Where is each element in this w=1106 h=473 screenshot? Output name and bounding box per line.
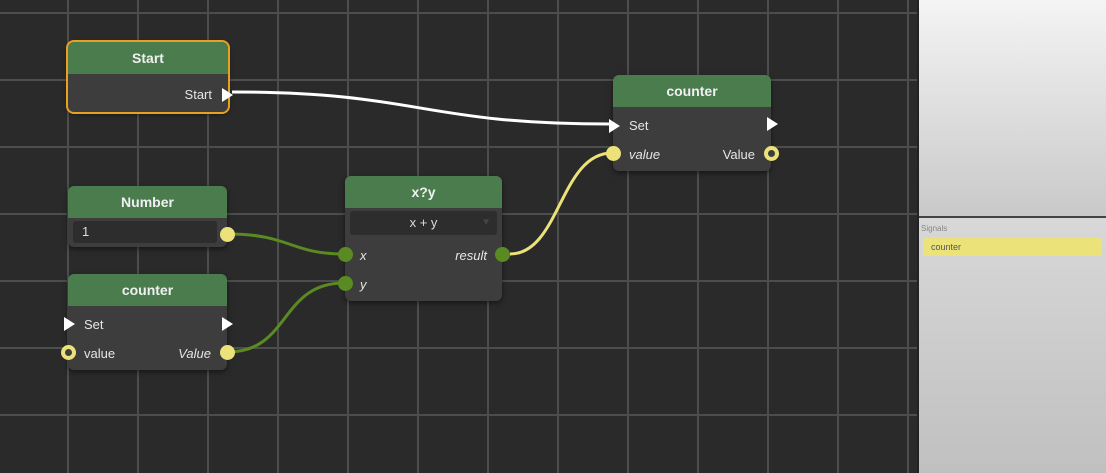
- input-set-label: Set: [629, 118, 649, 133]
- exec-input-pin[interactable]: [609, 119, 620, 133]
- exec-input-pin[interactable]: [64, 317, 75, 331]
- value-input-pin[interactable]: [606, 146, 621, 161]
- input-y-label: y: [360, 277, 367, 292]
- number-node[interactable]: Number 1: [68, 186, 235, 247]
- exec-output-pin[interactable]: [222, 88, 233, 102]
- output-label: Start: [184, 87, 212, 102]
- output-value-label: Value: [722, 147, 755, 162]
- value-output-pin[interactable]: [764, 146, 779, 161]
- exec-output-pin[interactable]: [222, 317, 233, 331]
- node-title: Number: [68, 186, 227, 218]
- value-output-pin[interactable]: [220, 345, 235, 360]
- x-input-pin[interactable]: [338, 247, 353, 262]
- operation-value: x + y: [409, 215, 438, 230]
- output-result-label: result: [455, 248, 487, 263]
- number-output-pin[interactable]: [220, 227, 235, 242]
- exec-output-pin[interactable]: [767, 117, 778, 131]
- counter-node-left[interactable]: counter Set value Value: [61, 274, 235, 370]
- node-title: counter: [68, 274, 227, 306]
- signals-title: Signals: [921, 224, 948, 233]
- counter-node-right[interactable]: counter Set value Value: [606, 75, 779, 171]
- sidebar: Signals counter: [917, 0, 1106, 473]
- operation-select[interactable]: x + y ▼: [350, 211, 497, 235]
- input-x-label: x: [360, 248, 367, 263]
- number-input[interactable]: 1: [73, 221, 217, 243]
- dropdown-arrow-icon: ▼: [481, 217, 491, 228]
- input-value-label: value: [629, 147, 661, 162]
- y-input-pin[interactable]: [338, 276, 353, 291]
- input-value-label: value: [84, 346, 116, 361]
- operator-node[interactable]: x?y x + y ▼ x result y: [338, 176, 510, 301]
- result-output-pin[interactable]: [495, 247, 510, 262]
- signal-item[interactable]: counter: [923, 238, 1102, 256]
- output-value-label: Value: [178, 346, 211, 361]
- input-set-label: Set: [84, 317, 104, 332]
- node-title: x?y: [345, 176, 502, 208]
- node-title: Start: [68, 42, 228, 74]
- start-node[interactable]: Start Start: [66, 40, 233, 114]
- signals-panel: Signals counter: [919, 216, 1106, 473]
- value-input-pin[interactable]: [61, 345, 76, 360]
- node-title: counter: [613, 75, 771, 107]
